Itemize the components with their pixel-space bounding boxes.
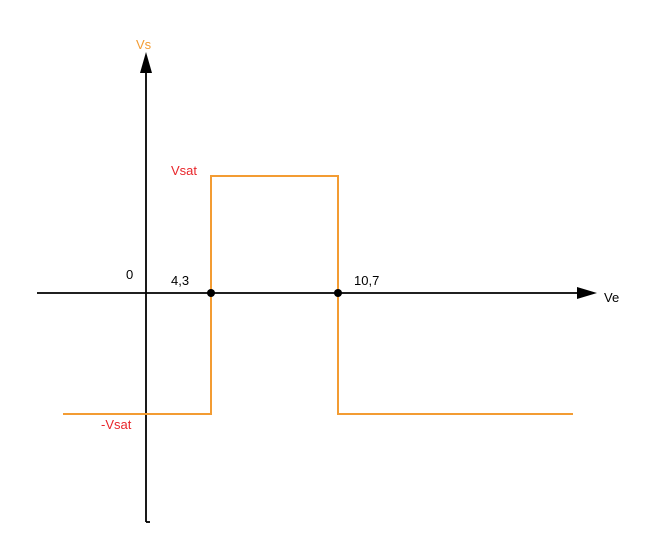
threshold-label-high: 10,7	[354, 273, 379, 288]
vsat-label: Vsat	[171, 163, 197, 178]
origin-label: 0	[126, 267, 133, 282]
y-axis-label: Vs	[136, 37, 152, 52]
transfer-curve	[63, 175, 573, 415]
threshold-point-low	[207, 289, 215, 297]
threshold-point-high	[334, 289, 342, 297]
x-axis-arrowhead	[577, 287, 597, 299]
neg-vsat-label: -Vsat	[101, 417, 132, 432]
threshold-label-low: 4,3	[171, 273, 189, 288]
y-axis-arrowhead	[140, 52, 152, 73]
x-axis-label: Ve	[604, 290, 619, 305]
